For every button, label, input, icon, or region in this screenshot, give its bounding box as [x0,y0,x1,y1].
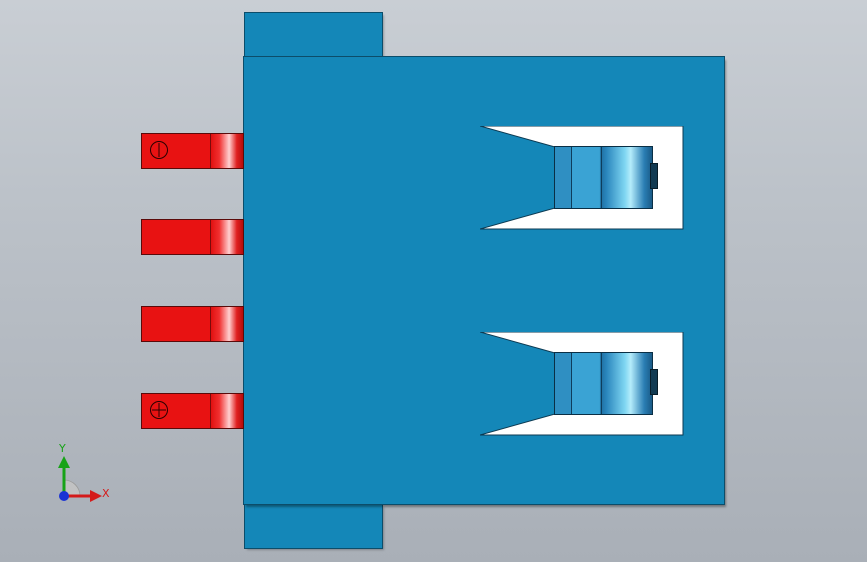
pin-negative-terminal[interactable] [142,134,243,168]
minus-symbol-icon [150,141,168,159]
contact-edge [571,353,572,414]
contact-nub-lower [651,370,657,394]
top-mounting-tab[interactable] [245,13,382,56]
reference-triad: Y X [50,440,120,510]
contact-nub-upper [651,164,657,188]
plus-symbol-icon [150,401,168,419]
contact-lower[interactable] [555,353,652,414]
y-axis-label: Y [59,442,66,455]
x-axis-label: X [102,487,110,500]
bottom-mounting-tab[interactable] [245,505,382,548]
pin-2[interactable] [142,220,243,254]
contact-edge [601,147,602,208]
pin-positive-terminal[interactable] [142,394,243,428]
pin-3[interactable] [142,307,243,341]
connector-body[interactable] [244,57,724,504]
axis-triad-icon [58,456,102,502]
pin-cylinder [210,394,243,428]
pin-cylinder [210,220,243,254]
pin-cylinder [210,134,243,168]
contact-edge [571,147,572,208]
contact-edge [601,353,602,414]
pin-cylinder [210,307,243,341]
contact-upper[interactable] [555,147,652,208]
